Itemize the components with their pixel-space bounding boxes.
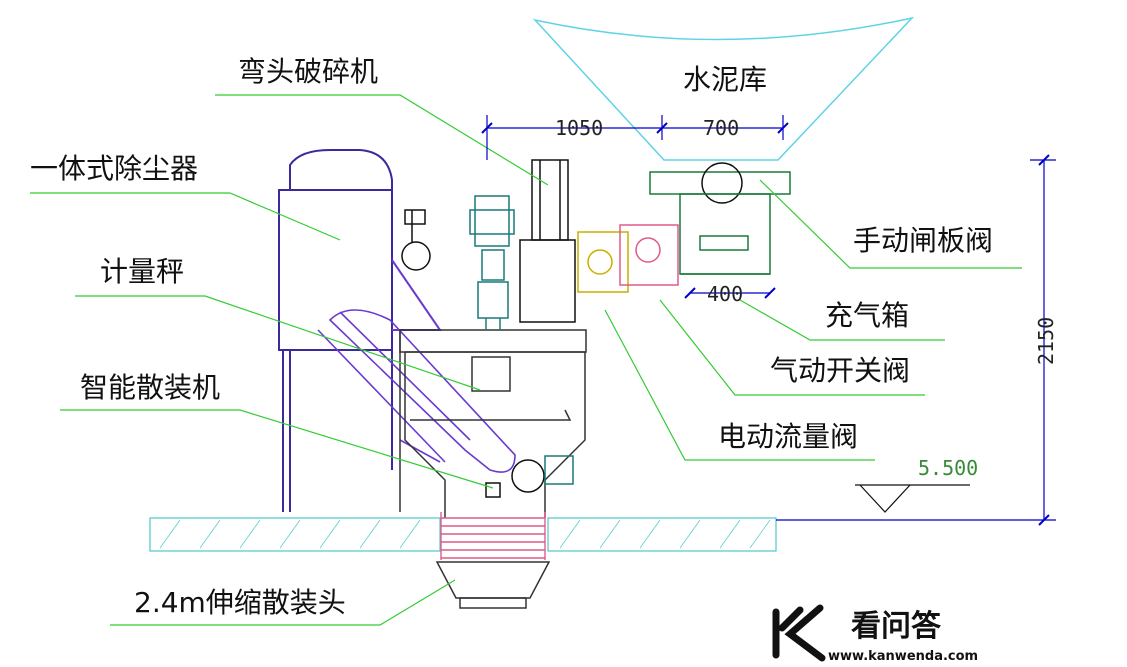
gate-valve-shape [649, 162, 791, 275]
watermark-logo-icon [772, 604, 826, 662]
dimension-700: 700 [703, 116, 740, 140]
cement-silo-shape [532, 16, 915, 161]
telescopic-head-shape [440, 512, 546, 560]
leader-lines [30, 94, 1022, 626]
metering-scale-shape [399, 329, 587, 518]
elevation-marker [855, 484, 970, 513]
dimension-lines [481, 115, 1056, 526]
label-cement-silo: 水泥库 [683, 63, 768, 96]
label-smart-bulk-loader: 智能散装机 [80, 371, 221, 404]
crusher-drive-shape [469, 195, 515, 330]
label-manual-gate-valve: 手动闸板阀 [853, 224, 994, 257]
label-electric-flow-valve: 电动流量阀 [718, 420, 859, 453]
watermark-url: www.kanwenda.com [828, 649, 979, 664]
label-elbow-crusher: 弯头破碎机 [238, 55, 379, 88]
watermark-name: 看问答 [851, 609, 941, 644]
elbow-crusher-shape [519, 159, 576, 323]
elevation-label: 5.500 [918, 456, 979, 480]
dimension-2150: 2150 [1034, 316, 1058, 365]
discharge-hopper-shape [435, 561, 551, 609]
dimension-400: 400 [707, 282, 744, 306]
ground-slab [149, 517, 777, 552]
elbow-chute-shape [317, 309, 516, 473]
label-telescopic-bulk-head: 2.4m伸缩散装头 [134, 586, 346, 619]
dimension-1050: 1050 [555, 116, 604, 140]
bulk-loader-shape [485, 455, 574, 498]
valves-shape [577, 224, 679, 293]
label-pneumatic-switch-valve: 气动开关阀 [770, 354, 911, 387]
label-metering-scale: 计量秤 [100, 255, 185, 288]
label-integrated-dust-collector: 一体式除尘器 [30, 152, 199, 185]
label-aeration-box: 充气箱 [825, 299, 910, 332]
